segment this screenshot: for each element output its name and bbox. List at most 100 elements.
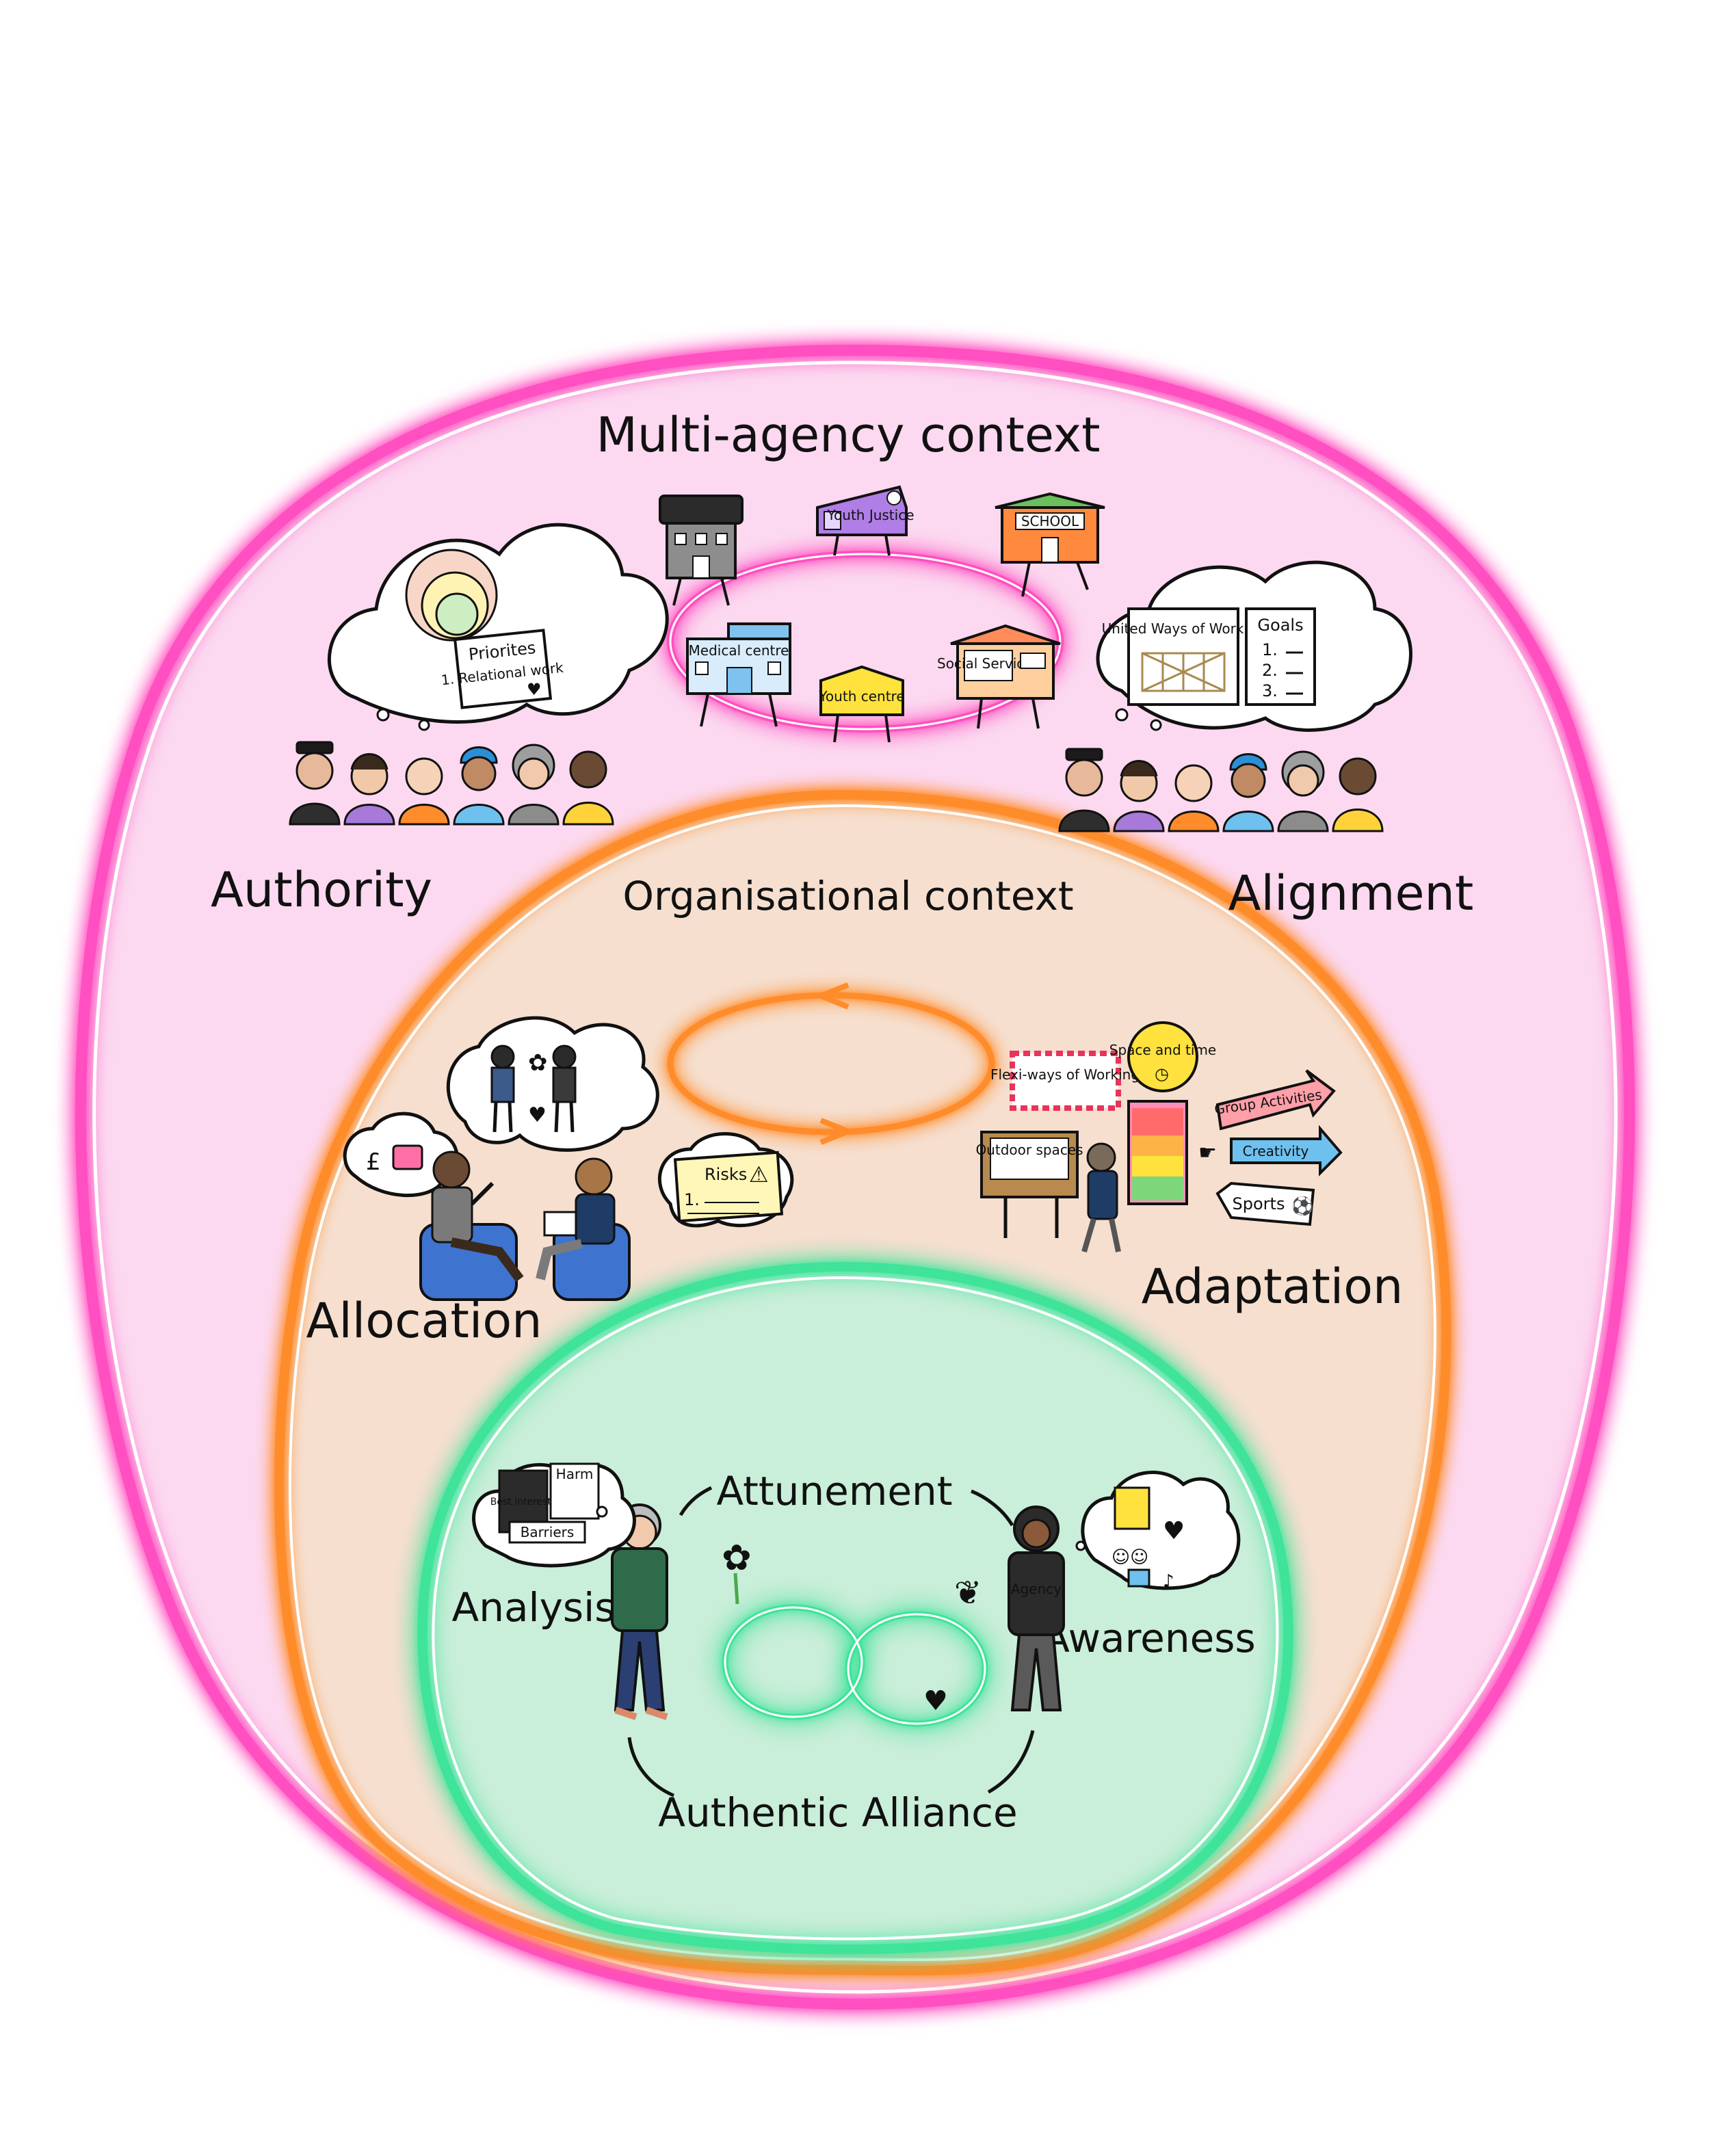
alliance-arc-left: [627, 1737, 674, 1798]
creativity-arrow: Creativity ☛: [1198, 1125, 1343, 1176]
alliance-arc-right: [987, 1730, 1035, 1794]
young-person-icon: [490, 1044, 515, 1133]
creativity-label: Creativity: [1243, 1143, 1309, 1159]
police-officer-icon: [289, 741, 341, 826]
united-ways-thought-cloud: United Ways of Working Goals 1. 2. 3.: [1096, 560, 1412, 732]
multi-agency-ring: [75, 344, 1635, 2010]
relational-fill: [422, 1267, 1289, 1949]
barriers-sign: Barriers: [521, 1524, 575, 1540]
interlocking-ring-left-highlight: [724, 1606, 863, 1718]
outdoor-spaces-sign: Outdoor spaces: [975, 1131, 1083, 1238]
young-person-icon: [552, 1044, 577, 1133]
pound-icon: £: [366, 1148, 381, 1176]
attunement-arc-right: [971, 1489, 1014, 1527]
sprout-icon: ♥: [528, 1103, 547, 1127]
risks-line: 1.: [684, 1190, 700, 1209]
organisational-ring-highlight: [289, 804, 1436, 1961]
youth-worker-icon: [1332, 757, 1384, 832]
people-icon: ☺☺: [1112, 1547, 1148, 1568]
awareness-thought-cloud: ♥ ☺☺ ♪: [1075, 1471, 1241, 1592]
nurse-icon: [343, 753, 395, 826]
worker-orange-icon: [398, 757, 450, 826]
outdoor-spaces-label: Outdoor spaces: [975, 1142, 1083, 1158]
space-time-label: Space and time: [1109, 1042, 1216, 1058]
worker-turban-icon: [453, 746, 505, 826]
flower-icon: ✿: [722, 1538, 752, 1579]
professionals-group-left: [289, 741, 614, 826]
social-services-icon: Social Services: [937, 624, 1061, 729]
chair-right-icon: [536, 1157, 631, 1301]
multi-agency-ring-highlight: [92, 360, 1618, 1994]
goals-heading: Goals: [1257, 616, 1303, 635]
multi-agency-title: Multi-agency context: [596, 407, 1100, 463]
authentic-alliance-label: Authentic Alliance: [658, 1789, 1017, 1836]
family-picture-icon: [1114, 1486, 1150, 1530]
young-person-walking-icon: [1081, 1142, 1121, 1253]
worker-grey-hair-icon: [1277, 750, 1329, 832]
flexi-ways-sign: [1010, 1051, 1121, 1111]
goal-1: 1.: [1262, 640, 1278, 659]
adaptation-scene: Flexi-ways of Working Space and time ◷ O…: [975, 1021, 1343, 1253]
notebook-icon: [1127, 1568, 1150, 1588]
space-time-badge: [1127, 1021, 1198, 1092]
school-label: SCHOOL: [1021, 513, 1079, 529]
flexi-ways-label: Flexi-ways of Working: [990, 1066, 1140, 1083]
youth-worker-icon: [562, 750, 614, 826]
organisational-cycle-ring: [667, 992, 995, 1135]
analysis-label: Analysis: [452, 1584, 616, 1631]
attunement-arc-left: [679, 1486, 713, 1516]
young-person-agency-icon: Agency: [1008, 1506, 1065, 1711]
microphone-icon: ♪: [1163, 1571, 1174, 1592]
police-officer-icon: [1058, 748, 1110, 832]
chair-left-icon: [419, 1151, 524, 1301]
professionals-group-right: [1058, 748, 1384, 832]
sports-label: Sports: [1233, 1194, 1285, 1213]
worker-orange-icon: [1168, 764, 1220, 832]
flower-icon: ✿: [528, 1049, 548, 1077]
police-station-icon: [659, 495, 744, 606]
allocation-label: Allocation: [306, 1293, 542, 1349]
relational-ring-highlight: [432, 1276, 1279, 1941]
harm-board: Harm: [556, 1466, 594, 1482]
sports-arrow: Sports ⚽: [1215, 1181, 1315, 1226]
pointing-hand-icon: ☛: [1198, 1141, 1217, 1165]
goal-3: 3.: [1262, 681, 1278, 700]
relational-circle: [417, 1261, 1293, 1954]
alignment-label: Alignment: [1228, 865, 1474, 921]
priorities-thought-cloud: Priorites 1. Relational work ♥: [327, 523, 669, 731]
youth-centre-label: Youth centre: [818, 688, 904, 705]
hoodie-agency-text: Agency: [1011, 1581, 1062, 1597]
organisational-title: Organisational context: [622, 873, 1073, 919]
attunement-label: Attunement: [716, 1468, 952, 1514]
heart-icon: ♥: [1163, 1517, 1185, 1545]
organisational-ring: [274, 789, 1451, 1975]
football-icon: ⚽: [1291, 1196, 1313, 1217]
cycle-arrow-bottom-icon: [819, 1118, 856, 1145]
relational-ring: [417, 1261, 1293, 1954]
nurse-icon: [1113, 760, 1165, 832]
authority-label: Authority: [211, 862, 432, 918]
goal-2: 2.: [1262, 661, 1278, 680]
youth-centre-icon: Youth centre: [818, 665, 905, 743]
worker-grey-hair-icon: [508, 744, 560, 826]
cycle-arrow-top-icon: [813, 982, 850, 1010]
adaptation-label: Adaptation: [1142, 1259, 1404, 1315]
united-ways-board: United Ways of Working: [1102, 620, 1265, 637]
medical-centre-icon: Medical centre: [686, 622, 791, 727]
awareness-label: Awareness: [1042, 1615, 1255, 1661]
interlocking-ring-right-highlight: [847, 1613, 986, 1725]
medical-centre-label: Medical centre: [689, 642, 789, 659]
school-icon: SCHOOL: [995, 492, 1105, 597]
best-interests-book: Best interests: [490, 1497, 556, 1508]
tulip-icon: ❦: [954, 1574, 982, 1612]
warning-icon: ⚠: [749, 1161, 769, 1187]
analysis-thought-cloud: Best interests Harm Barriers: [472, 1462, 636, 1568]
allocation-scene: ✿ ♥ £ Risks ⚠ 1.: [343, 1016, 794, 1301]
risks-heading: Risks: [705, 1165, 747, 1184]
heart-icon: ♥: [527, 680, 542, 699]
sprout-icon: ♥: [923, 1685, 948, 1717]
clock-icon: ◷: [1155, 1064, 1169, 1083]
youth-justice-icon: Youth Justice: [816, 485, 915, 556]
flower-stem-icon: [733, 1573, 739, 1605]
